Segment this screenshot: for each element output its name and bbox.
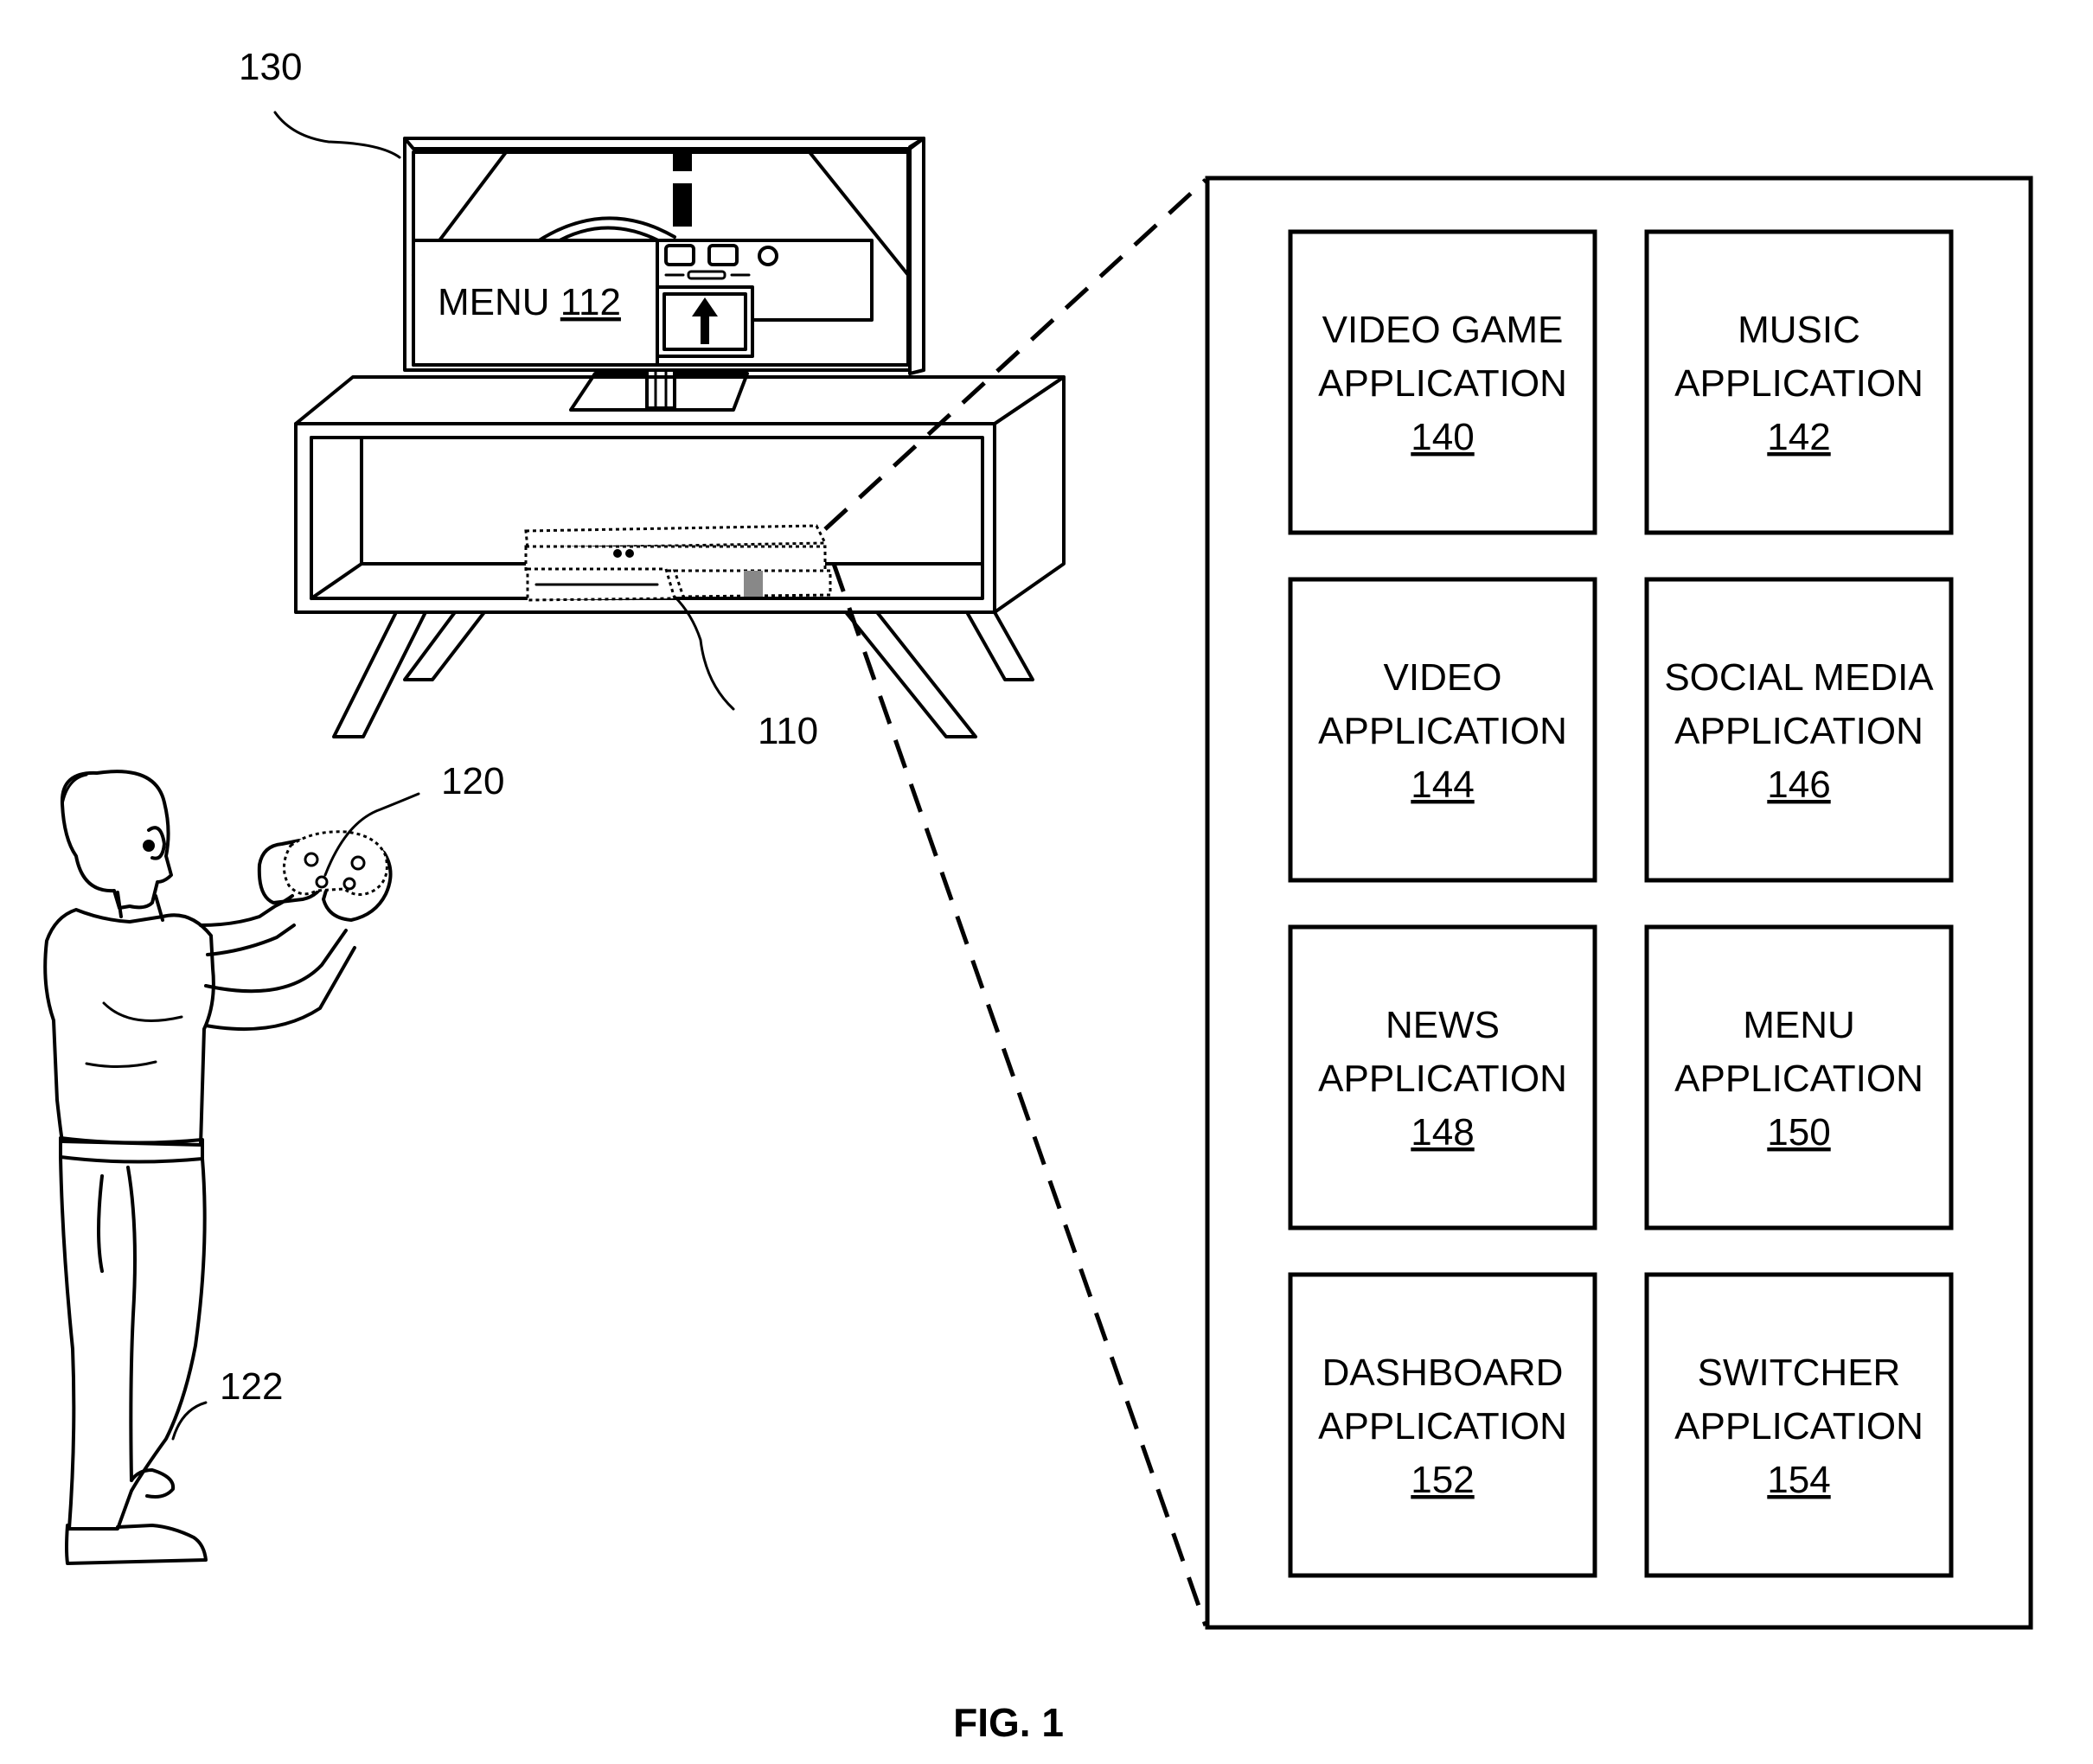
application-numeral: 150 — [1767, 1111, 1830, 1154]
application-type: APPLICATION — [1674, 362, 1923, 405]
screen-menu-label: MENU 112 — [438, 281, 621, 323]
leader-lines — [171, 111, 735, 1441]
application-name: SOCIAL MEDIA — [1664, 656, 1934, 699]
application-box-144: VIDEO APPLICATION 144 — [1288, 577, 1597, 883]
screen-menu-numeral: 112 — [560, 281, 621, 323]
application-box-140: VIDEO GAME APPLICATION 140 — [1288, 229, 1597, 535]
application-name: VIDEO GAME — [1322, 309, 1564, 351]
application-numeral: 154 — [1767, 1459, 1830, 1501]
screen-menu-text: MENU — [438, 281, 560, 323]
user-label: 122 — [220, 1365, 283, 1408]
application-name: NEWS — [1386, 1004, 1500, 1046]
application-numeral: 140 — [1411, 416, 1474, 458]
application-type: APPLICATION — [1674, 1058, 1923, 1100]
application-numeral: 142 — [1767, 416, 1830, 458]
application-name: MUSIC — [1738, 309, 1860, 351]
application-numeral: 152 — [1411, 1459, 1474, 1501]
application-type: APPLICATION — [1318, 710, 1567, 752]
application-box-146: SOCIAL MEDIA APPLICATION 146 — [1644, 577, 1954, 883]
application-box-150: MENU APPLICATION 150 — [1644, 924, 1954, 1230]
application-box-frame — [1644, 1272, 1954, 1578]
application-box-frame — [1288, 924, 1597, 1230]
application-numeral: 148 — [1411, 1111, 1474, 1154]
application-box-frame — [1288, 229, 1597, 535]
application-type: APPLICATION — [1674, 1405, 1923, 1448]
application-box-frame — [1644, 577, 1954, 883]
application-grid: VIDEO GAME APPLICATION 140 MUSIC APPLICATION… — [1288, 229, 1954, 1578]
application-name: SWITCHER — [1698, 1352, 1901, 1394]
console-label: 110 — [758, 710, 818, 752]
application-box-frame — [1288, 1272, 1597, 1578]
application-name: VIDEO — [1384, 656, 1502, 699]
application-box-frame — [1288, 577, 1597, 883]
controller-label: 120 — [441, 760, 504, 802]
application-type: APPLICATION — [1318, 1058, 1567, 1100]
application-type: APPLICATION — [1674, 710, 1923, 752]
tv-cabinet — [294, 375, 1066, 738]
figure-label: FIG. 1 — [953, 1700, 1064, 1745]
television-display — [403, 137, 925, 412]
application-box-152: DASHBOARD APPLICATION 152 — [1288, 1272, 1597, 1578]
display-label: 130 — [239, 46, 302, 88]
application-box-154: SWITCHER APPLICATION 154 — [1644, 1272, 1954, 1578]
callout-line-bottom — [831, 563, 1208, 1627]
application-name: MENU — [1743, 1004, 1855, 1046]
application-box-142: MUSIC APPLICATION 142 — [1644, 229, 1954, 535]
application-type: APPLICATION — [1318, 362, 1567, 405]
game-console — [524, 524, 832, 602]
application-name: DASHBOARD — [1322, 1352, 1564, 1394]
application-type: APPLICATION — [1318, 1405, 1567, 1448]
application-numeral: 146 — [1767, 764, 1830, 806]
user-person — [43, 770, 393, 1565]
application-numeral: 144 — [1411, 764, 1474, 806]
application-box-frame — [1644, 229, 1954, 535]
callout-line-top — [823, 178, 1207, 531]
application-box-frame — [1644, 924, 1954, 1230]
application-box-148: NEWS APPLICATION 148 — [1288, 924, 1597, 1230]
